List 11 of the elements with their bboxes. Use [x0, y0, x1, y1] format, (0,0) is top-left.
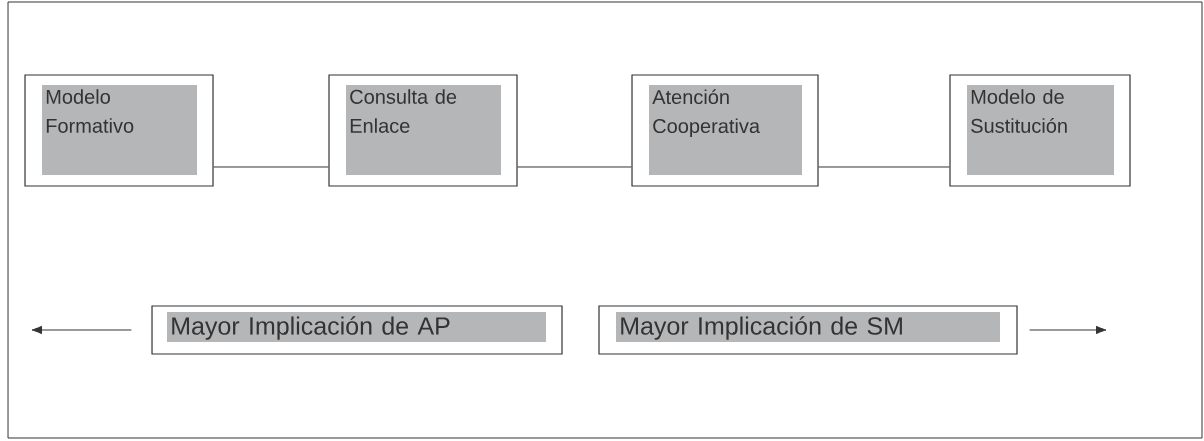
arrow	[1029, 325, 1107, 335]
label-box: Mayor Implicación de SM	[598, 305, 1018, 355]
connector-line	[517, 166, 632, 168]
arrow	[31, 325, 132, 335]
model-box: Consulta de Enlace	[328, 74, 518, 187]
label-box: Mayor Implicación de AP	[151, 305, 563, 355]
model-box: Atención Cooperativa	[631, 74, 819, 187]
model-box: Modelo de Sustitución	[949, 74, 1131, 187]
connector-line	[818, 166, 950, 168]
model-box: Modelo Formativo	[24, 74, 214, 187]
connector-line	[213, 166, 329, 168]
